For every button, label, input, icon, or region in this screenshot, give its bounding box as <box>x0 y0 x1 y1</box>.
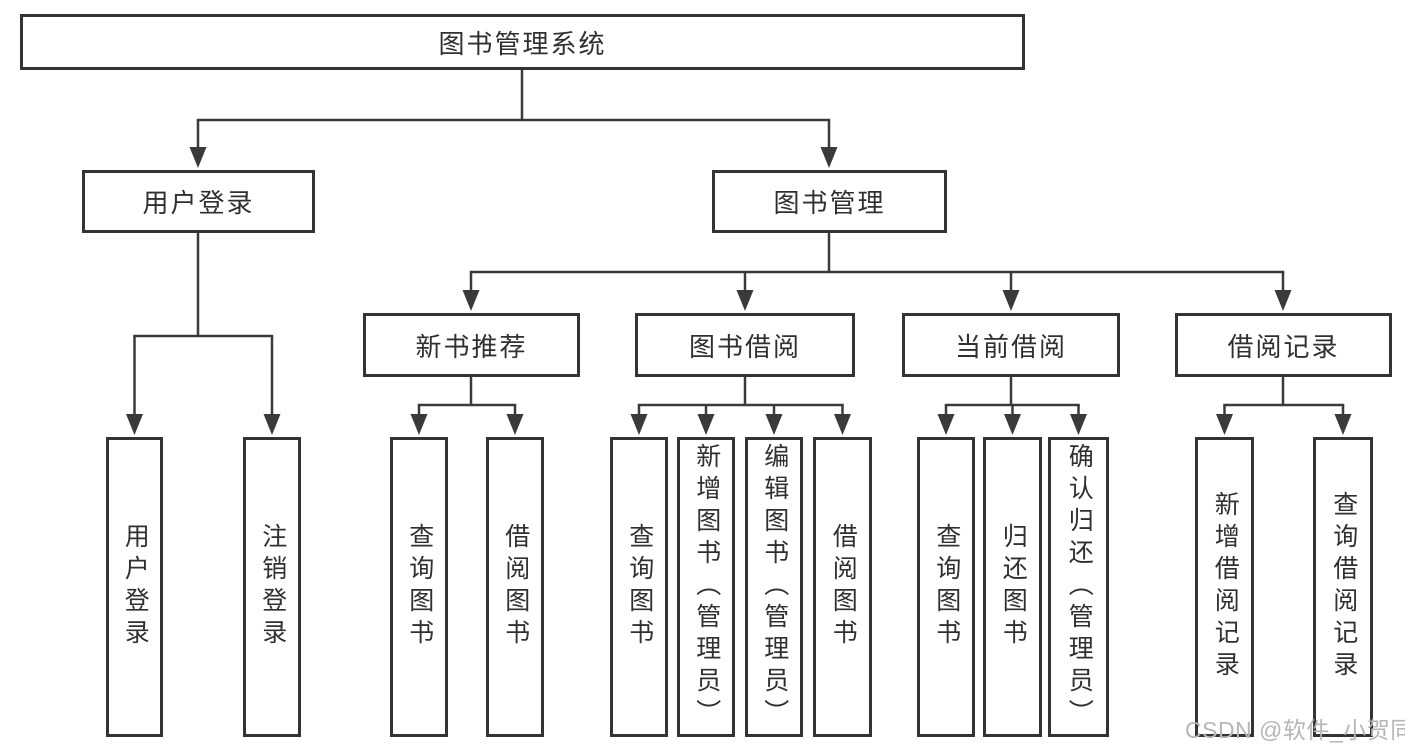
arrowhead-icon <box>189 147 207 168</box>
arrowhead-icon <box>937 414 955 435</box>
node-label: 用户登录 <box>142 188 255 218</box>
arrowhead-icon <box>1002 290 1020 311</box>
leaf-logout: 注销登录 <box>243 437 301 737</box>
node-label: 借阅图书 <box>501 523 530 651</box>
arrowhead-icon <box>736 290 754 311</box>
node-root-system: 图书管理系统 <box>20 14 1025 70</box>
arrowhead-icon <box>1070 414 1087 435</box>
node-label: 借阅图书 <box>829 523 858 651</box>
arrowheads <box>126 147 1352 435</box>
arrowhead-icon <box>126 414 143 435</box>
leaf-borrow-books-recommend: 借阅图书 <box>486 437 544 737</box>
node-label: 编辑图书（管理员） <box>760 443 789 731</box>
node-label: 归还图书 <box>999 523 1028 651</box>
node-user-login: 用户登录 <box>82 170 315 233</box>
leaf-query-books-borrow: 查询图书 <box>610 437 668 737</box>
leaf-query-books-current: 查询图书 <box>917 437 975 737</box>
arrowhead-icon <box>506 414 524 435</box>
node-label: 当前借阅 <box>954 331 1067 362</box>
csdn-watermark: CSDN @软件_小贺同学 <box>1185 717 1405 743</box>
leaf-query-borrow-record: 查询借阅记录 <box>1313 437 1373 737</box>
node-book-borrow: 图书借阅 <box>635 313 855 377</box>
arrowhead-icon <box>697 414 715 435</box>
arrowhead-icon <box>263 414 281 435</box>
leaf-add-borrow-record: 新增借阅记录 <box>1195 437 1254 737</box>
arrowhead-icon <box>820 147 838 168</box>
leaf-user-login: 用户登录 <box>106 437 163 737</box>
arrowhead-icon <box>462 290 480 311</box>
node-label: 确认归还（管理员） <box>1065 443 1094 731</box>
arrowhead-icon <box>834 414 851 435</box>
node-label: 查询图书 <box>625 523 654 651</box>
arrowhead-icon <box>410 414 428 435</box>
node-label: 图书管理 <box>773 188 886 218</box>
leaf-return-books: 归还图书 <box>983 437 1042 737</box>
node-borrow-records: 借阅记录 <box>1175 313 1392 377</box>
node-label: 图书管理系统 <box>438 28 607 59</box>
node-label: 查询图书 <box>932 523 961 651</box>
node-label: 查询图书 <box>405 523 434 651</box>
node-label: 借阅记录 <box>1227 331 1340 362</box>
node-book-management: 图书管理 <box>712 170 947 233</box>
leaf-query-books-recommend: 查询图书 <box>390 437 448 737</box>
arrowhead-icon <box>630 414 648 435</box>
node-label: 新增图书（管理员） <box>692 443 721 731</box>
node-label: 注销登录 <box>258 523 287 651</box>
leaf-borrow-books: 借阅图书 <box>813 437 872 737</box>
arrowhead-icon <box>1216 414 1233 435</box>
node-label: 图书借阅 <box>688 331 801 362</box>
arrowhead-icon <box>1334 414 1352 435</box>
node-label: 新书推荐 <box>415 331 528 362</box>
node-label: 查询借阅记录 <box>1329 491 1358 683</box>
leaf-confirm-return-admin: 确认归还（管理员） <box>1048 437 1109 737</box>
node-new-book-recommend: 新书推荐 <box>363 313 580 377</box>
arrowhead-icon <box>1004 414 1021 435</box>
leaf-edit-books-admin: 编辑图书（管理员） <box>745 437 803 737</box>
arrowhead-icon <box>765 414 783 435</box>
arrowhead-icon <box>1274 290 1292 311</box>
leaf-add-books-admin: 新增图书（管理员） <box>677 437 735 737</box>
node-label: 用户登录 <box>121 523 150 651</box>
node-label: 新增借阅记录 <box>1211 491 1240 683</box>
node-current-borrow: 当前借阅 <box>902 313 1120 377</box>
